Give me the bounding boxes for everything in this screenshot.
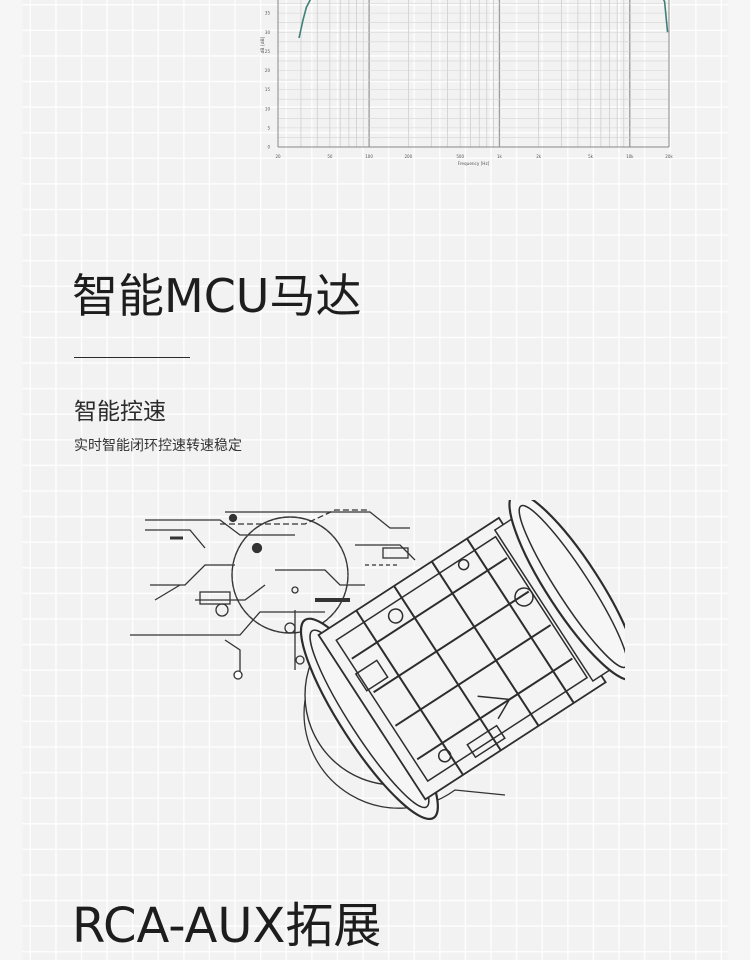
y-tick-label: 20	[265, 68, 271, 73]
x-tick-label: 50	[327, 154, 333, 159]
x-tick-label: 10k	[626, 154, 634, 159]
x-tick-label: 20k	[665, 154, 673, 159]
motor-section-title: 智能MCU马达	[72, 269, 362, 323]
title-divider	[74, 357, 190, 358]
rca-section-title: RCA-AUX拓展	[72, 898, 382, 954]
y-tick-label: 15	[265, 87, 271, 92]
x-tick-label: 200	[405, 154, 413, 159]
frequency-response-chart: 403530252015105020501002005001k2k5k10k20…	[255, 0, 685, 175]
y-tick-label: 30	[265, 30, 271, 35]
left-margin-band	[0, 0, 22, 960]
response-curve	[298, 0, 669, 39]
y-tick-label: 0	[267, 145, 270, 150]
y-tick-label: 5	[267, 125, 270, 130]
frequency-response-svg: 403530252015105020501002005001k2k5k10k20…	[260, 0, 673, 166]
motor-illustration	[125, 500, 625, 820]
feature-title: 智能控速	[74, 399, 166, 425]
y-tick-label: 25	[265, 49, 271, 54]
x-tick-label: 500	[456, 154, 464, 159]
feature-description: 实时智能闭环控速转速稳定	[74, 438, 242, 454]
x-tick-label: 2k	[536, 154, 542, 159]
y-axis-label: dB [dB]	[260, 36, 266, 53]
x-tick-label: 5k	[588, 154, 594, 159]
x-tick-label: 20	[275, 154, 281, 159]
x-tick-label: 100	[365, 154, 373, 159]
x-axis-label: Frequency [Hz]	[458, 161, 490, 166]
right-margin-band	[728, 0, 750, 960]
x-tick-label: 1k	[497, 154, 503, 159]
motor-technical-drawing-icon	[130, 500, 625, 820]
y-tick-label: 35	[265, 11, 271, 16]
y-tick-label: 10	[265, 106, 271, 111]
